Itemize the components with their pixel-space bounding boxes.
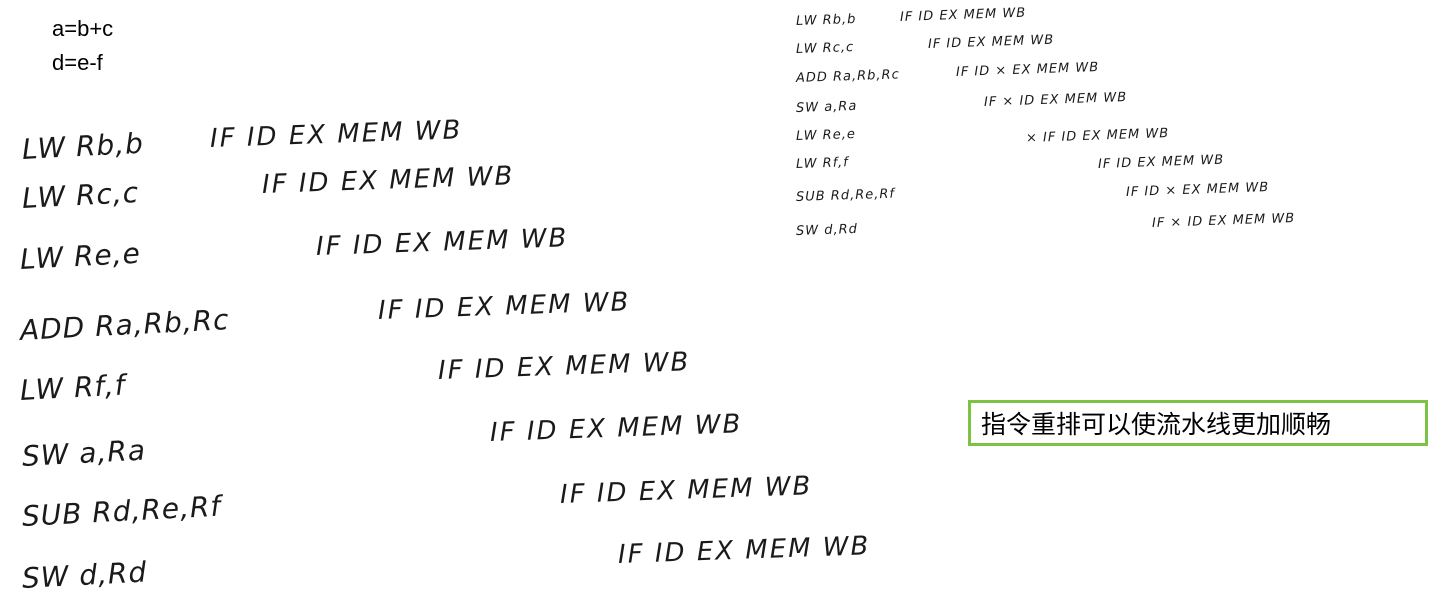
reordered-instruction: LW Re,e bbox=[795, 126, 857, 144]
original-instruction: SW a,Ra bbox=[21, 433, 147, 473]
reordered-stages: IF ID EX MEM WB bbox=[927, 32, 1055, 52]
reordered-stages: × IF ID EX MEM WB bbox=[1025, 126, 1170, 146]
reordered-instruction: SUB Rd,Re,Rf bbox=[795, 186, 896, 205]
original-instruction: ADD Ra,Rb,Rc bbox=[19, 303, 231, 347]
reordered-stages: IF ID EX MEM WB bbox=[1097, 152, 1225, 172]
original-stages: IF ID EX MEM WB bbox=[209, 115, 463, 154]
original-instruction: SUB Rd,Re,Rf bbox=[21, 489, 222, 533]
original-stages: IF ID EX MEM WB bbox=[489, 409, 743, 448]
reordered-stages: IF ID EX MEM WB bbox=[899, 5, 1027, 25]
reordered-stages: IF ID × EX MEM WB bbox=[955, 60, 1100, 80]
original-stages: IF ID EX MEM WB bbox=[559, 471, 813, 510]
reordered-instruction: LW Rf,f bbox=[795, 155, 850, 172]
original-instruction: LW Rc,c bbox=[21, 175, 140, 215]
note-box: 指令重排可以使流水线更加顺畅 bbox=[968, 400, 1428, 446]
equation-1: a=b+c bbox=[52, 16, 114, 41]
reordered-stages: IF × ID EX MEM WB bbox=[983, 90, 1128, 110]
original-instruction: LW Re,e bbox=[19, 236, 142, 276]
original-instruction: LW Rf,f bbox=[19, 368, 127, 407]
original-stages: IF ID EX MEM WB bbox=[617, 531, 871, 570]
equation-2: d=e-f bbox=[52, 50, 103, 75]
reordered-stages: IF ID × EX MEM WB bbox=[1125, 180, 1270, 200]
original-stages: IF ID EX MEM WB bbox=[315, 223, 569, 262]
reordered-instruction: SW a,Ra bbox=[795, 98, 858, 116]
reordered-instruction: ADD Ra,Rb,Rc bbox=[795, 67, 900, 86]
original-stages: IF ID EX MEM WB bbox=[377, 287, 631, 326]
original-stages: IF ID EX MEM WB bbox=[437, 347, 691, 386]
original-instruction: SW d,Rd bbox=[21, 555, 148, 595]
reordered-instruction: LW Rb,b bbox=[795, 11, 857, 29]
reordered-stages: IF × ID EX MEM WB bbox=[1151, 211, 1296, 231]
reordered-instruction: SW d,Rd bbox=[795, 221, 859, 239]
reordered-instruction: LW Rc,c bbox=[795, 39, 855, 57]
note-text: 指令重排可以使流水线更加顺畅 bbox=[981, 410, 1332, 439]
original-stages: IF ID EX MEM WB bbox=[261, 161, 515, 200]
original-instruction: LW Rb,b bbox=[21, 126, 145, 166]
